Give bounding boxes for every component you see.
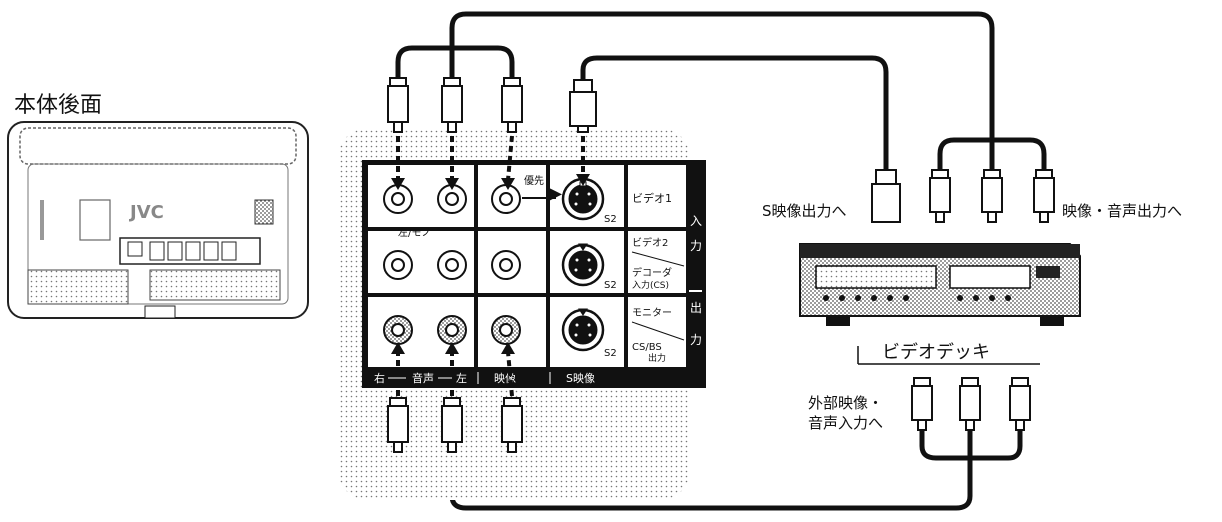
s-video-jack [561, 177, 605, 352]
s2-label: S2 [604, 348, 617, 359]
tv-brand: JVC [128, 202, 164, 223]
rca-plug [387, 77, 523, 133]
ext-input-label-1: 外部映像・ [808, 394, 883, 412]
ext-input-label-2: 音声入力へ [808, 414, 883, 432]
vcr-input-plugs [911, 377, 1031, 431]
terminal-panel: 左/モノ 優先 [362, 160, 706, 388]
vcr-caption: ビデオデッキ [882, 342, 990, 363]
side-in-2: 力 [690, 239, 702, 253]
video-cable-bottom [449, 427, 973, 511]
av-out-label: 映像・音声出力へ [1062, 202, 1182, 220]
vcr-audio-cable-bottom [919, 427, 1023, 461]
label-audio: 音声 [412, 371, 434, 385]
s2-label: S2 [604, 280, 617, 291]
label-video1: ビデオ1 [632, 191, 672, 205]
tv-rear: 本体後面 JVC [7, 93, 309, 319]
label-decoder-input: 入力(CS) [632, 279, 669, 291]
mono-label: 左/モノ [398, 226, 431, 239]
s-video-cable [580, 55, 889, 173]
side-in-1: 入 [690, 214, 702, 228]
label-monitor: モニター [632, 307, 672, 319]
side-out-1: 出 [690, 301, 702, 315]
label-decoder: デコーダ [632, 266, 672, 279]
label-left: 左 [456, 372, 467, 385]
vcr-output-plugs [871, 169, 1055, 223]
side-out-2: 力 [690, 333, 702, 347]
rear-title: 本体後面 [14, 93, 102, 118]
vcr [799, 243, 1081, 326]
s-video-out-label: S映像出力へ [762, 202, 847, 220]
s2-label: S2 [604, 214, 617, 225]
s-video-plug [569, 79, 597, 133]
label-csbs: CS/BS [632, 342, 662, 353]
vcr-audio-cable-top [937, 137, 1047, 173]
label-csbs-out: 出力 [648, 352, 666, 364]
audio-cable-top-left [395, 45, 515, 81]
video-cable-top [449, 11, 995, 173]
label-svideo: S映像 [566, 372, 595, 385]
label-video2: ビデオ2 [632, 236, 668, 249]
label-right: 右 [374, 371, 385, 385]
priority-label: 優先 [524, 174, 544, 187]
